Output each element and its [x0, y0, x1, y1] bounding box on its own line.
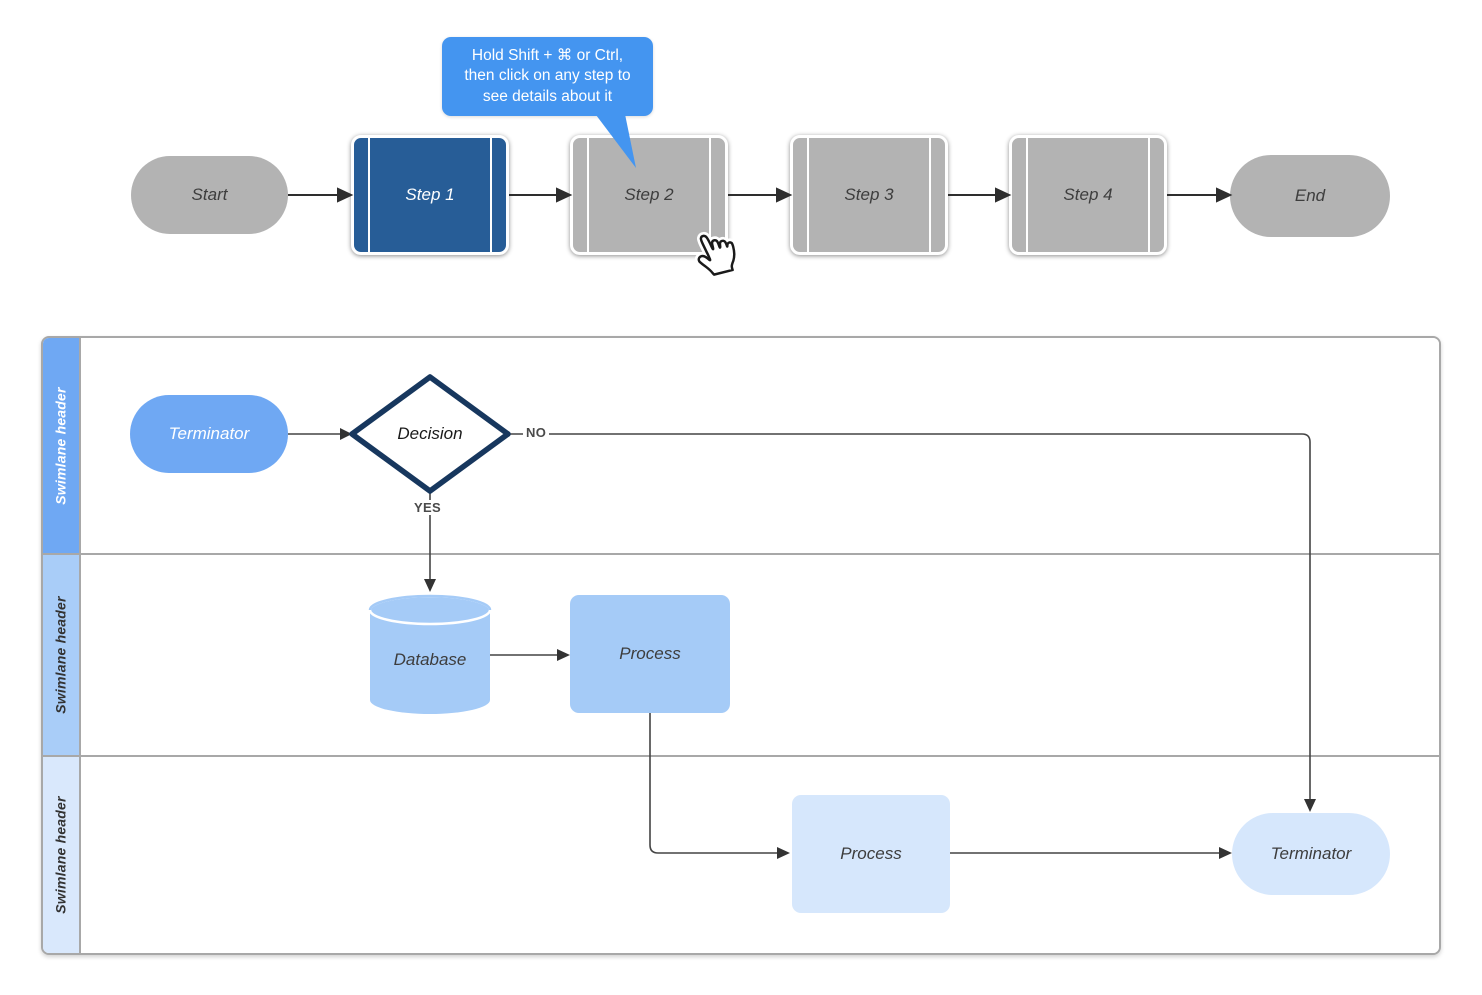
node-end[interactable]: End [1230, 155, 1390, 237]
swimlane-2-header-label: Swimlane header [53, 596, 70, 714]
step-side-bar [368, 138, 370, 252]
node-terminator-lane1[interactable]: Terminator [130, 395, 288, 473]
node-terminator-lane3-label: Terminator [1270, 844, 1352, 863]
step-side-bar [490, 138, 492, 252]
node-start[interactable]: Start [131, 156, 288, 234]
swimlane-1-header-label: Swimlane header [53, 386, 70, 505]
step-side-bar [1026, 138, 1028, 252]
node-step-1-label: Step 1 [405, 185, 455, 204]
arrowhead [1216, 187, 1233, 203]
branch-label-yes: YES [411, 500, 444, 515]
step-side-bar [709, 138, 711, 252]
step-side-bar [587, 138, 589, 252]
arrowhead [776, 187, 793, 203]
tooltip-line-1: Hold Shift + ⌘ or Ctrl, [471, 46, 624, 64]
swimlane-1-header[interactable]: Swimlane header [43, 338, 81, 553]
tooltip-bubble: Hold Shift + ⌘ or Ctrl, then click on an… [442, 37, 653, 116]
tooltip-line-2: then click on any step to [464, 67, 631, 85]
node-step-4-label: Step 4 [1063, 185, 1113, 204]
arrowhead [337, 187, 354, 203]
swimlane-2-header[interactable]: Swimlane header [43, 555, 81, 755]
node-step-2-label: Step 2 [624, 185, 674, 204]
branch-label-no: NO [523, 425, 550, 440]
hand-cursor-icon [694, 231, 739, 279]
node-step-3-label: Step 3 [844, 185, 894, 204]
step-side-bar [929, 138, 931, 252]
node-end-label: End [1294, 186, 1326, 205]
node-process-lane3-label: Process [840, 844, 902, 863]
node-decision[interactable]: Decision [352, 377, 508, 491]
node-step-3[interactable]: Step 3 [790, 135, 948, 255]
node-process-lane3[interactable]: Process [792, 795, 950, 913]
node-start-label: Start [191, 185, 228, 204]
swimlane-3: Swimlane header [43, 757, 1439, 953]
node-database-label: Database [393, 650, 467, 669]
node-step-1[interactable]: Step 1 [351, 135, 509, 255]
arrowhead [995, 187, 1012, 203]
node-terminator-lane1-label: Terminator [168, 424, 250, 443]
node-process-lane2[interactable]: Process [570, 595, 730, 713]
node-decision-label: Decision [397, 424, 463, 443]
node-process-lane2-label: Process [619, 644, 681, 663]
step-side-bar [807, 138, 809, 252]
swimlane-3-header-label: Swimlane header [53, 796, 70, 914]
swimlane-2-body [81, 555, 1439, 755]
arrowhead [556, 187, 573, 203]
tooltip-line-3: see details about it [482, 87, 613, 105]
node-database[interactable]: Database [370, 630, 490, 690]
swimlane-2: Swimlane header [43, 555, 1439, 757]
step-side-bar [1148, 138, 1150, 252]
node-terminator-lane3[interactable]: Terminator [1232, 813, 1390, 895]
node-step-4[interactable]: Step 4 [1009, 135, 1167, 255]
swimlane-3-header[interactable]: Swimlane header [43, 757, 81, 953]
